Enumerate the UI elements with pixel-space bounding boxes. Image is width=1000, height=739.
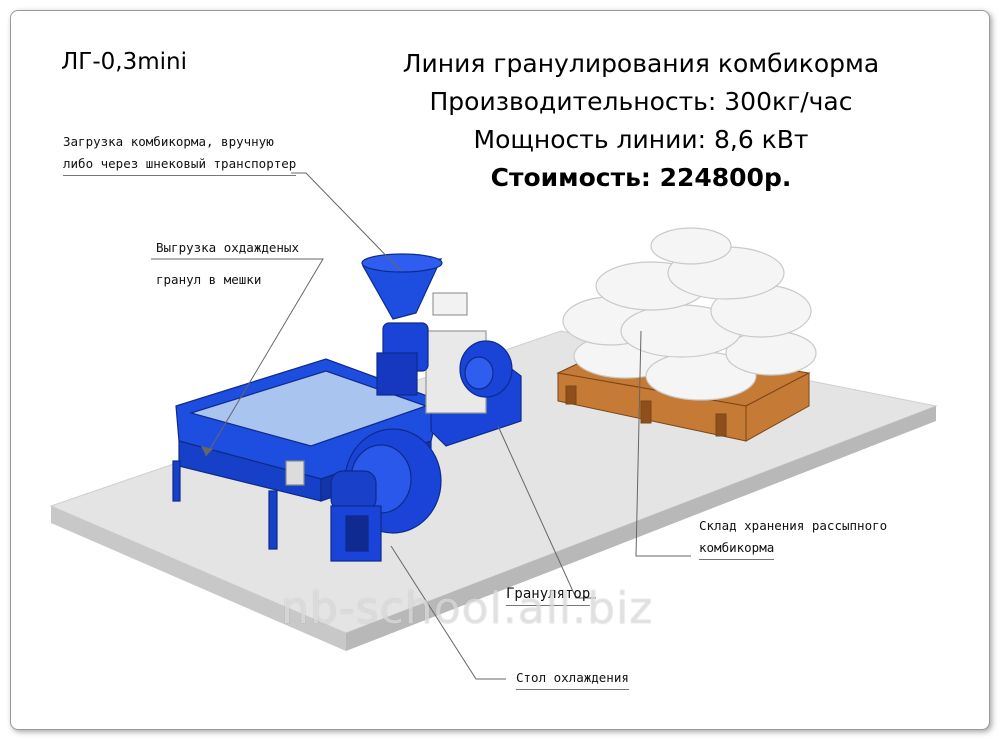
label-loading-line-2: либо через шнековый транспортер bbox=[63, 153, 297, 176]
title-line-4: Стоимость: 224800р. bbox=[490, 163, 792, 192]
leader-lines bbox=[151, 172, 691, 680]
label-storage-line-2: комбикорма bbox=[699, 537, 775, 560]
title-line-3: Мощность линии: 8,6 кВт bbox=[473, 125, 809, 154]
granulator bbox=[361, 253, 522, 447]
title-line-1: Линия гранулирования комбикорма bbox=[402, 49, 880, 78]
unloading-arrow bbox=[201, 446, 213, 456]
sacks bbox=[562, 227, 817, 401]
label-cooling-table: Стол охлаждения bbox=[516, 667, 629, 690]
model-code: ЛГ-0,3mini bbox=[61, 49, 187, 75]
title-line-2: Производительность: 300кг/час bbox=[429, 87, 853, 116]
label-storage-line-1: Склад хранения рассыпного bbox=[699, 518, 888, 533]
label-unloading-line-1: Выгрузка охдажденых bbox=[156, 240, 299, 255]
label-granulator: Гранулятор bbox=[506, 583, 591, 606]
blower bbox=[330, 428, 442, 562]
floor-slab-front bbox=[346, 406, 936, 651]
poster-frame: ЛГ-0,3mini Линия гранулирования комбикор… bbox=[10, 10, 990, 730]
title-block: Линия гранулирования комбикорма Производ… bbox=[341, 45, 941, 197]
floor-slab-side bbox=[51, 506, 346, 651]
scene-illustration bbox=[49, 172, 938, 680]
watermark: nb-school.all.biz bbox=[281, 583, 654, 634]
label-loading-line-1: Загрузка комбикорма, вручную bbox=[63, 134, 274, 149]
label-unloading-line-2: гранул в мешки bbox=[156, 272, 262, 287]
